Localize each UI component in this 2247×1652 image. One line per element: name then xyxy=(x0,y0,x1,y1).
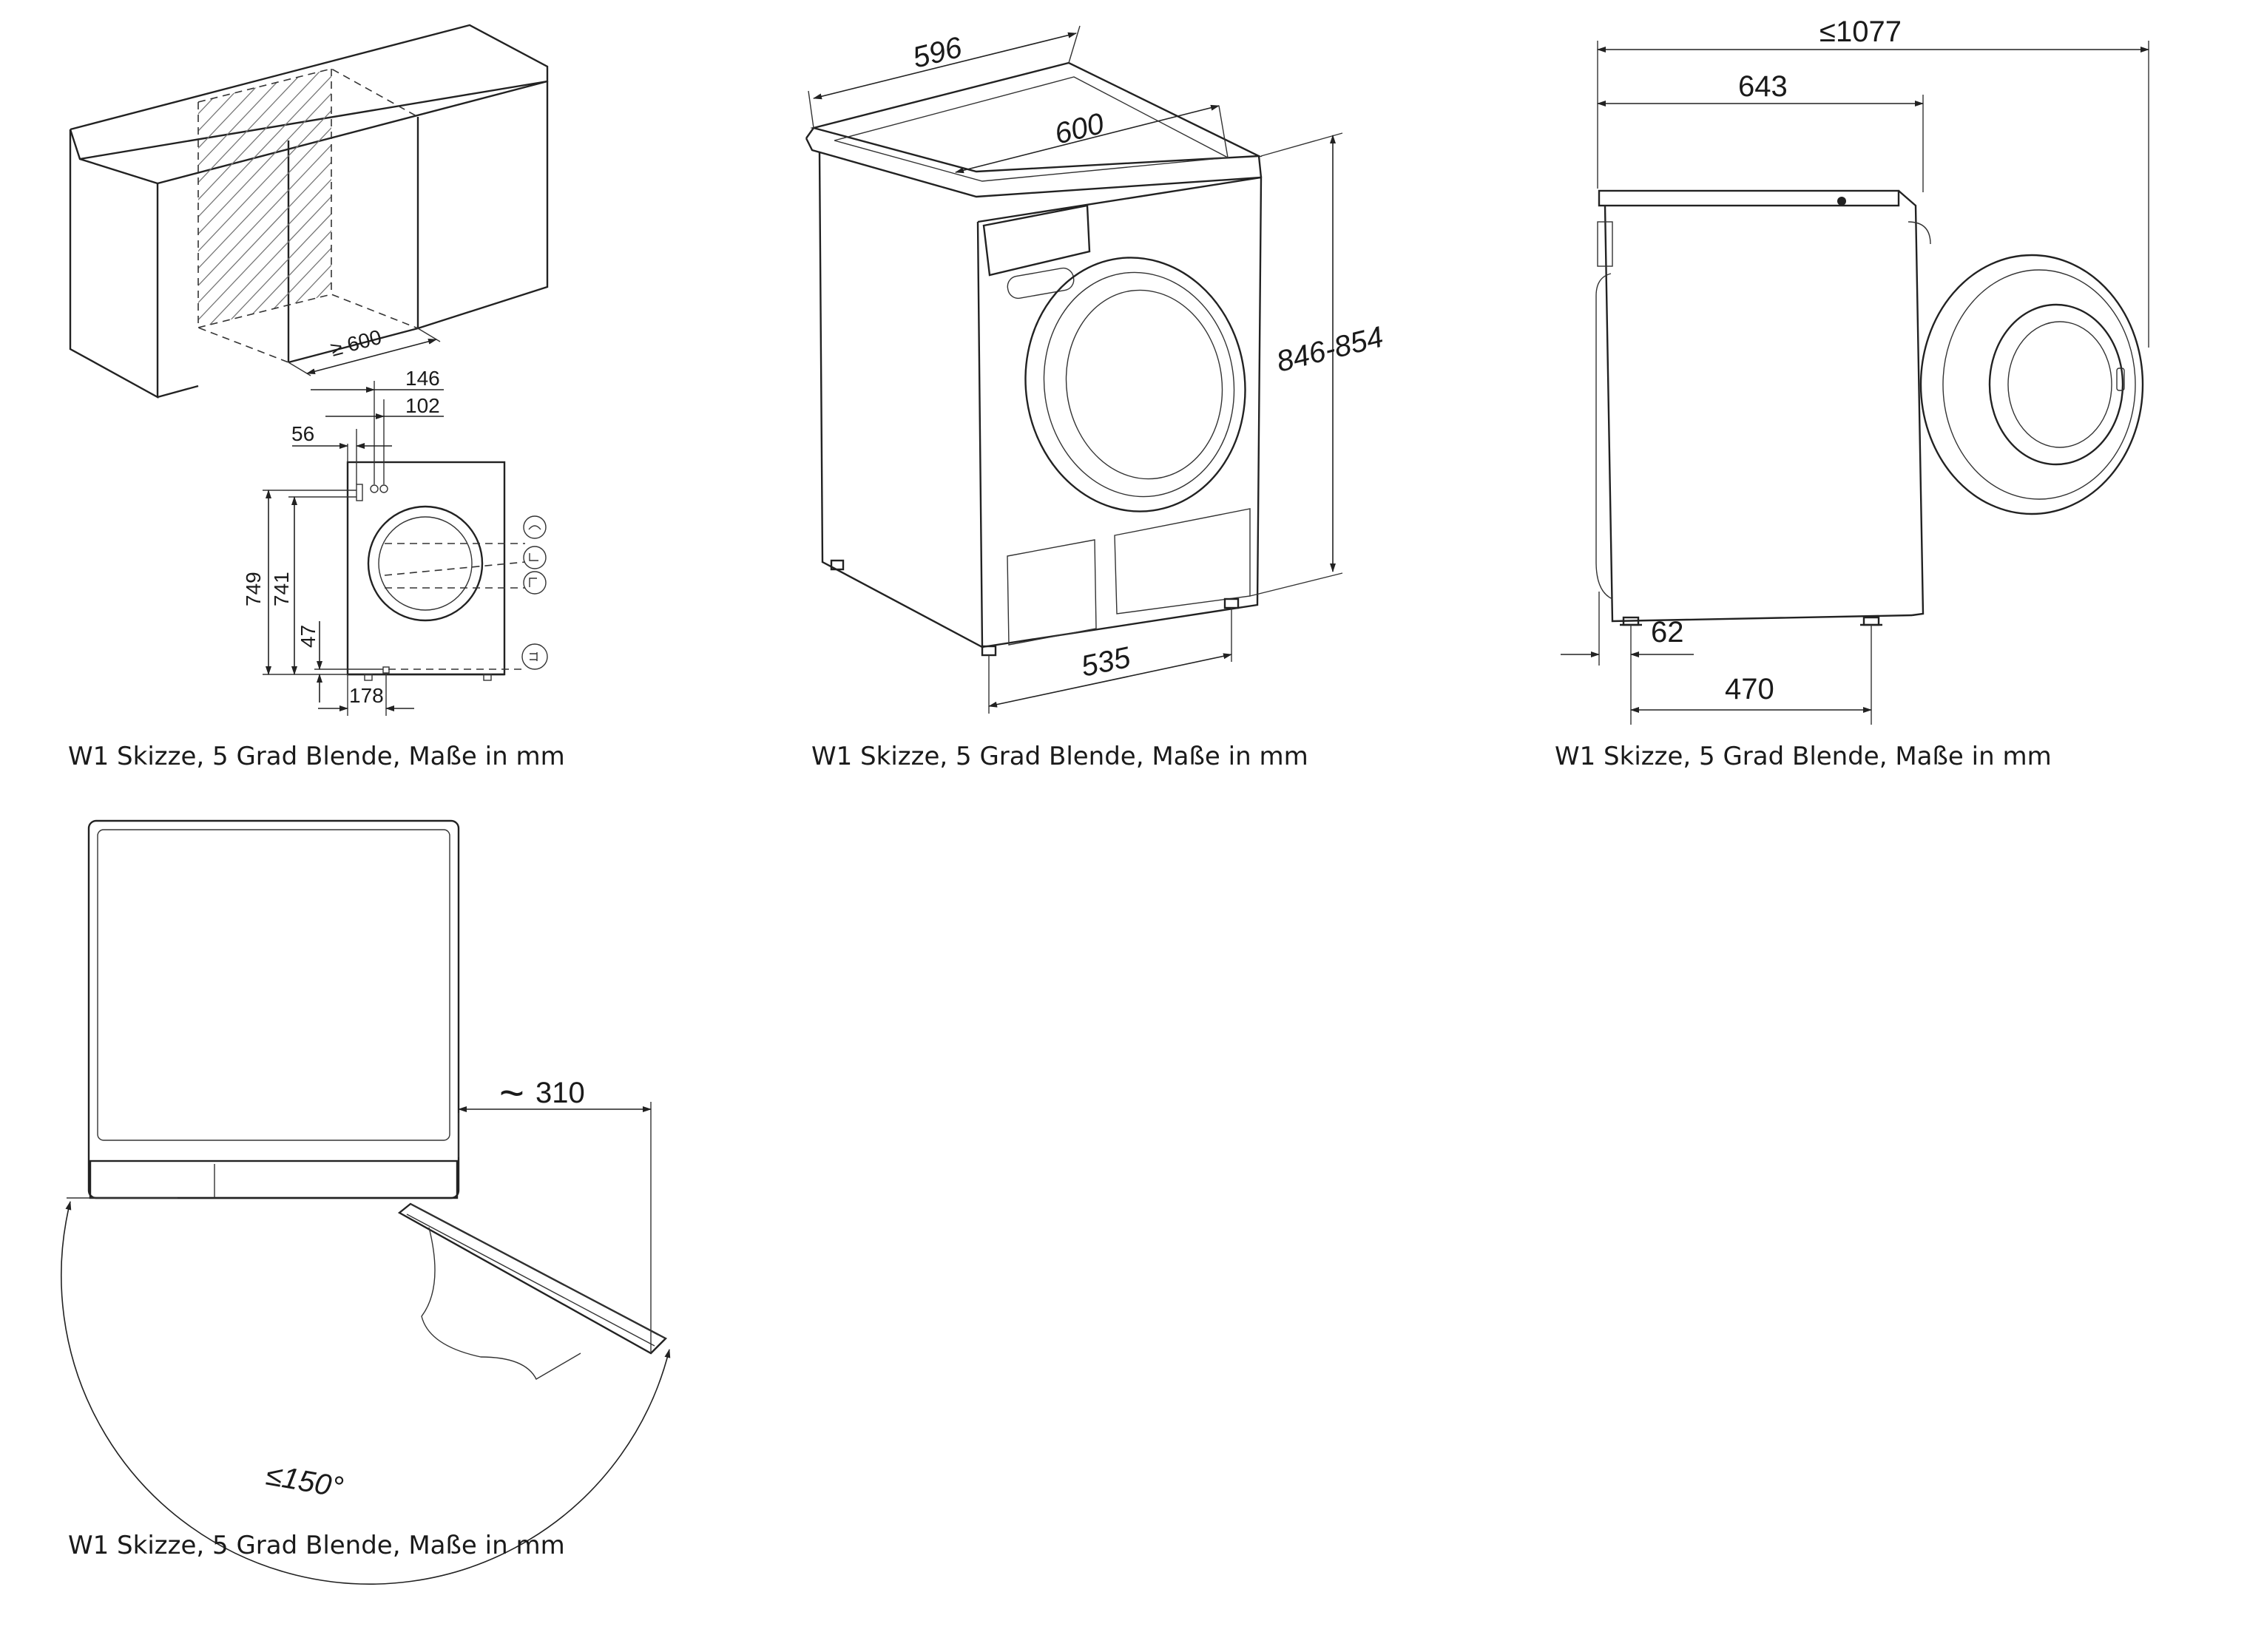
door-projection-label: 310 xyxy=(535,1077,585,1109)
panel2-iso-sketch: 596 600 846-854 535 xyxy=(805,25,1387,714)
hatch-line xyxy=(227,69,331,328)
hatch-line xyxy=(198,69,316,328)
depth-label: 600 xyxy=(1052,107,1107,151)
hatch-line xyxy=(456,59,722,340)
hatch-line xyxy=(198,69,331,328)
panel4-top-view: ~ 310 ≤150° xyxy=(61,819,671,1585)
caption-panel1: W1 Skizze, 5 Grad Blende, Maße in mm xyxy=(68,742,565,771)
hatch-line xyxy=(325,69,331,328)
hatch-line xyxy=(488,59,754,340)
hatch-line xyxy=(198,69,202,328)
hatch-line xyxy=(308,69,331,328)
height-label: 846-854 xyxy=(1274,321,1387,379)
hatch-line xyxy=(407,59,673,340)
drain-icon xyxy=(523,546,547,569)
appliance-top-outline xyxy=(87,819,460,1199)
hatch-line xyxy=(423,59,689,340)
hatch-line xyxy=(276,69,331,328)
hatch-line xyxy=(198,69,331,328)
power-plug-icon xyxy=(521,643,548,670)
hatch-line xyxy=(0,59,169,340)
hatch-line xyxy=(570,59,836,340)
hatch-line xyxy=(198,69,251,328)
panel3-side-sketch: ≤1077 643 62 470 xyxy=(1561,16,2149,725)
dim-178-label: 178 xyxy=(349,684,384,707)
hatch-line xyxy=(439,59,706,340)
hatch-line xyxy=(553,59,820,340)
hatch-line xyxy=(243,69,331,328)
hatch-line xyxy=(198,69,218,328)
hatch-line xyxy=(521,59,787,340)
hatch-line xyxy=(198,69,300,328)
dim-146-label: 146 xyxy=(405,367,440,390)
hatch-line xyxy=(504,59,771,340)
dim-56-label: 56 xyxy=(291,422,314,445)
hatch-line xyxy=(211,69,331,328)
hatch-line xyxy=(586,59,852,340)
dim-47-label: 47 xyxy=(297,625,320,648)
porthole xyxy=(1024,257,1246,512)
tilde-symbol: ~ xyxy=(499,1069,524,1117)
feet-depth-label: 470 xyxy=(1725,673,1774,705)
control-panel xyxy=(982,204,1091,277)
caption-panel2: W1 Skizze, 5 Grad Blende, Maße in mm xyxy=(811,742,1308,771)
dim-741-label: 741 xyxy=(270,572,293,606)
dim-102-label: 102 xyxy=(405,394,440,417)
hatch-line xyxy=(635,59,901,340)
hatch-line xyxy=(198,69,331,328)
depth-label: 643 xyxy=(1738,70,1788,103)
hatch-line xyxy=(198,69,331,328)
appliance-front-outline xyxy=(346,461,506,676)
foot-offset-label: 62 xyxy=(1651,616,1684,649)
door-angle-label: ≤150° xyxy=(263,1459,345,1505)
open-door xyxy=(1919,254,2144,515)
hatch-line xyxy=(618,59,885,340)
caption-panel4: W1 Skizze, 5 Grad Blende, Maße in mm xyxy=(68,1531,565,1560)
hatch-line xyxy=(260,69,331,328)
porthole xyxy=(367,505,484,622)
appliance-top xyxy=(1598,189,1900,207)
width-label: 596 xyxy=(910,31,966,75)
hatch-line xyxy=(198,69,331,328)
drain-hose-icon xyxy=(523,571,547,595)
hatch-line xyxy=(198,69,331,328)
hatch-line xyxy=(198,69,267,328)
hatch-line xyxy=(198,69,283,328)
hatch-line xyxy=(374,59,641,340)
dim-749-label: 749 xyxy=(242,572,265,606)
hatch-line xyxy=(198,69,331,328)
hatch-line xyxy=(537,59,803,340)
appliance-top xyxy=(810,61,1263,173)
caption-panel3: W1 Skizze, 5 Grad Blende, Maße in mm xyxy=(1555,742,2052,771)
water-inlet-icon xyxy=(523,515,547,539)
hatch-line xyxy=(198,69,331,328)
hatch-line xyxy=(342,59,608,340)
hatch-line xyxy=(198,69,331,328)
door-glass xyxy=(1988,303,2124,466)
depth-open-label: ≤1077 xyxy=(1819,16,1902,48)
hatch-line xyxy=(602,59,868,340)
niche-hatch xyxy=(0,59,901,340)
hatch-line xyxy=(358,59,624,340)
panel1-niche-sketch: ≥ 600 xyxy=(0,24,901,716)
